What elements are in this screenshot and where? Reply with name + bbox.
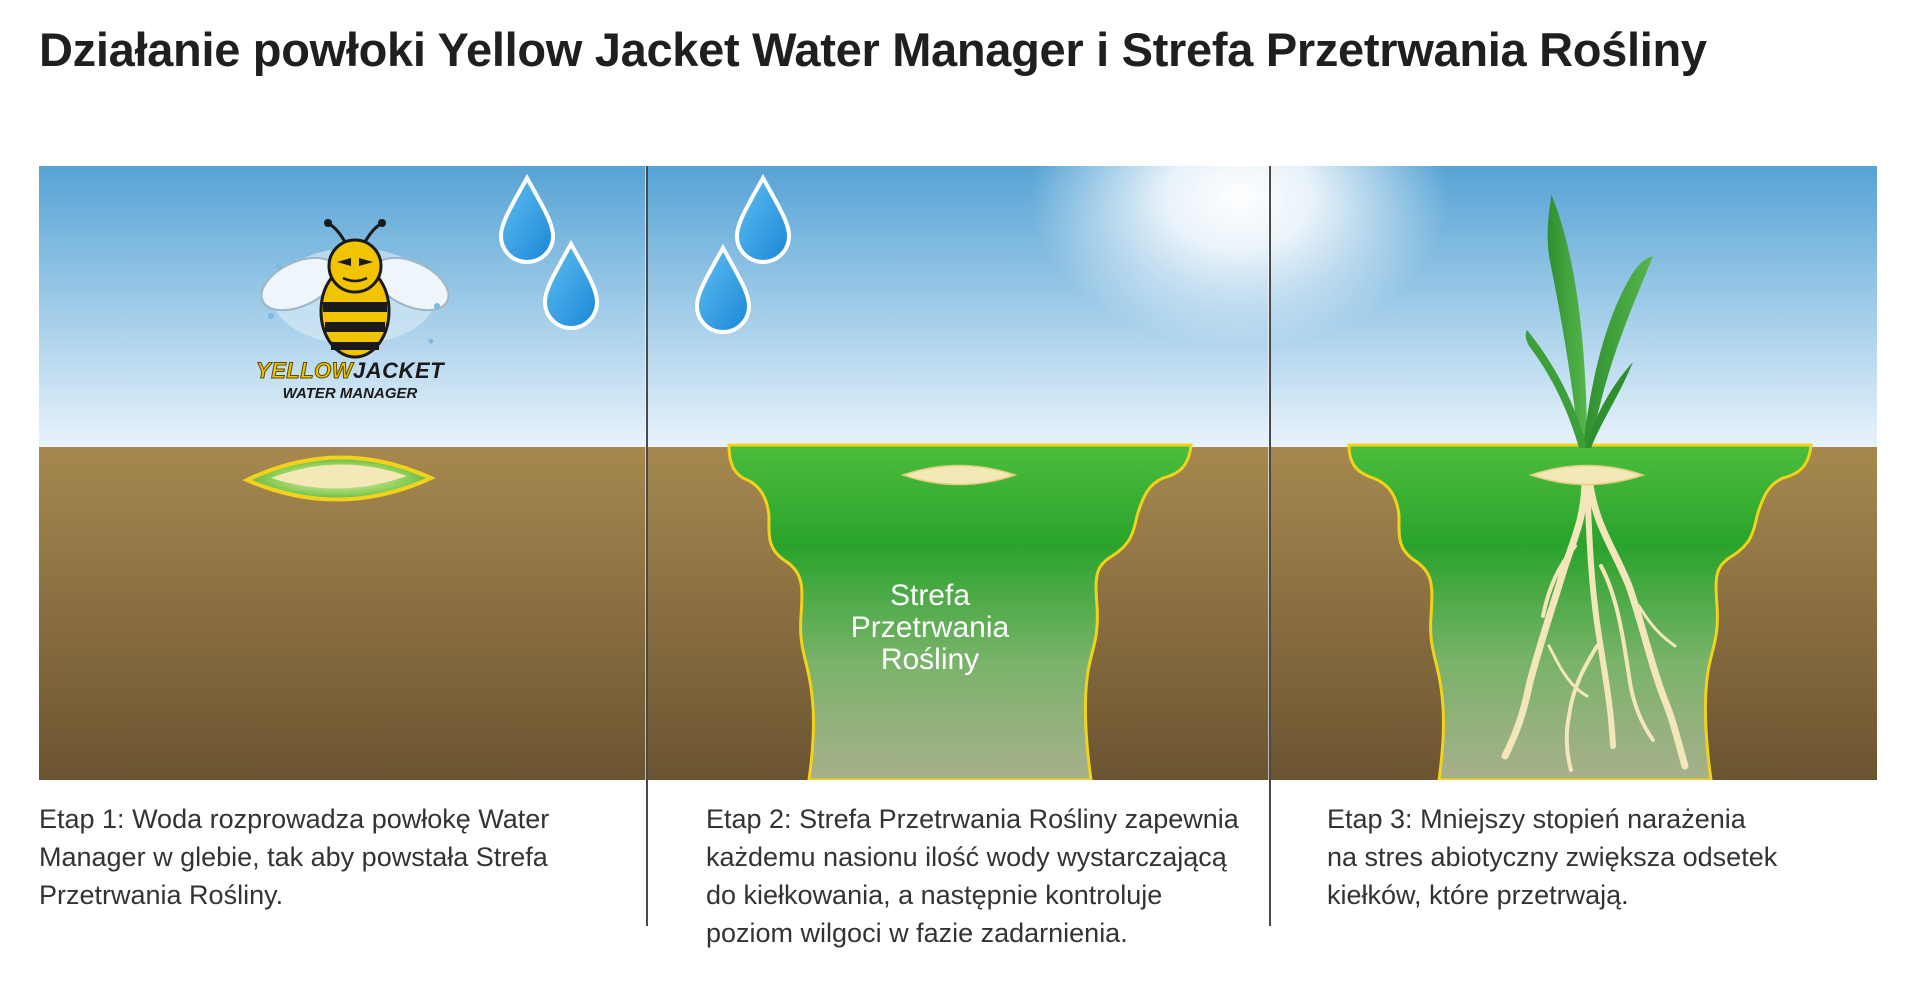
- stage-divider-2: [1269, 166, 1271, 926]
- survival-zone: [727, 443, 1193, 780]
- bee-mascot-icon: [260, 219, 450, 359]
- water-drop-icon: [694, 243, 752, 334]
- caption-line: Manager w glebie, tak aby powstała Stref…: [39, 842, 548, 872]
- logo-part1: YELLOW: [255, 358, 354, 384]
- zone-label-line1: Strefa: [889, 579, 971, 612]
- caption-line: kiełków, które przetrwają.: [1327, 880, 1629, 910]
- seed: [1528, 464, 1646, 486]
- sun-glow: [1029, 166, 1449, 346]
- stage-1-caption: Etap 1: Woda rozprowadza powłokę Water M…: [39, 800, 549, 914]
- water-drop-icon: [542, 239, 600, 330]
- logo-subtitle: WATER MANAGER: [282, 385, 418, 402]
- water-drop-icon: [734, 173, 792, 264]
- page-title: Działanie powłoki Yellow Jacket Water Ma…: [39, 23, 1707, 76]
- yellow-jacket-logo: YELLOWJACKET WATER MANAGER: [250, 358, 450, 403]
- roots-icon: [1501, 474, 1689, 772]
- zone-label-line3: Rośliny: [880, 643, 980, 676]
- seed: [900, 464, 1018, 486]
- caption-line: Etap 2: Strefa Przetrwania Rośliny zapew…: [706, 804, 1239, 834]
- stages-diagram: [39, 166, 1877, 780]
- caption-line: do kiełkowania, a następnie kontroluje: [706, 880, 1163, 910]
- survival-zone-label: Strefa Przetrwania Rośliny: [810, 580, 1050, 676]
- stage-divider-1: [646, 166, 648, 926]
- caption-line: na stres abiotyczny zwiększa odsetek: [1327, 842, 1778, 872]
- caption-line: poziom wilgoci w fazie zadarnienia.: [706, 918, 1128, 948]
- stage-2-scene: [694, 173, 1193, 780]
- water-drop-icon: [498, 173, 556, 264]
- grass-sprout-icon: [1525, 194, 1653, 448]
- stage-3-caption: Etap 3: Mniejszy stopień narażenia na st…: [1327, 800, 1777, 914]
- stage-1-scene: [242, 173, 600, 502]
- caption-line: Etap 1: Woda rozprowadza powłokę Water: [39, 804, 550, 834]
- logo-part2: JACKET: [353, 358, 445, 383]
- caption-line: Etap 3: Mniejszy stopień narażenia: [1327, 804, 1746, 834]
- zone-label-line2: Przetrwania: [850, 611, 1010, 644]
- caption-line: Przetrwania Rośliny.: [39, 880, 284, 910]
- caption-line: każdemu nasionu ilość wody wystarczającą: [706, 842, 1227, 872]
- survival-zone: [1347, 443, 1813, 780]
- stage-2-caption: Etap 2: Strefa Przetrwania Rośliny zapew…: [706, 800, 1239, 952]
- seed: [271, 464, 407, 489]
- stage-3-scene: [1347, 194, 1813, 780]
